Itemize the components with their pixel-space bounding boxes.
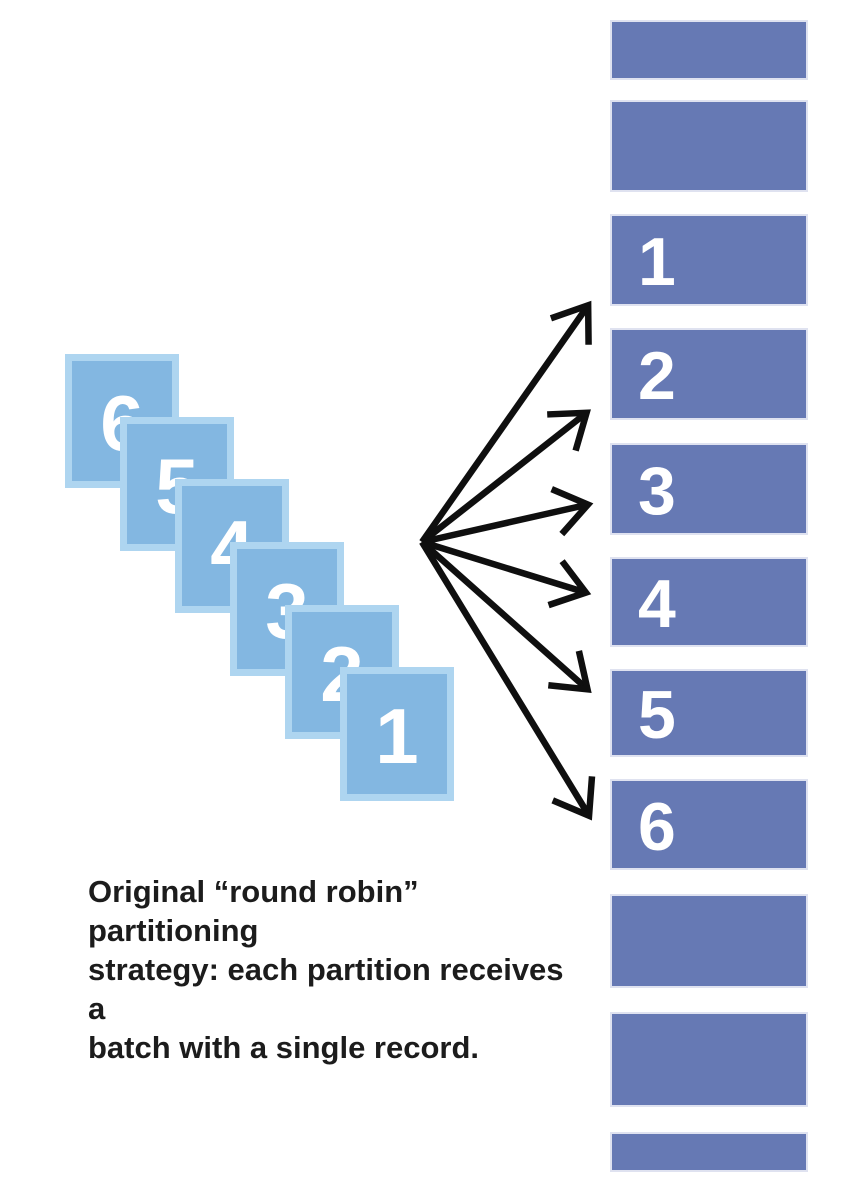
partition-slot-label: 2 <box>638 338 676 414</box>
arrow-to-partition-4-icon <box>421 538 592 609</box>
caption-line: batch with a single record. <box>88 1030 480 1065</box>
caption-line: Original “round robin” partitioning <box>88 874 419 948</box>
record-card-1: 1 <box>340 667 454 801</box>
partition-slot-label: 1 <box>638 224 676 300</box>
partition-slot-3: 3 <box>610 443 808 535</box>
partition-slot-label: 4 <box>638 566 676 642</box>
arrow-to-partition-1-icon <box>419 300 592 544</box>
caption-line: strategy: each partition receives a <box>88 952 564 1026</box>
partition-slot-1: 1 <box>610 214 808 306</box>
partition-slot-label: 6 <box>638 788 676 865</box>
record-card-label: 1 <box>375 692 419 780</box>
partition-slot-6: 6 <box>610 779 808 870</box>
partition-slot-5: 5 <box>610 669 808 757</box>
partition-slot-2: 2 <box>610 328 808 420</box>
partition-slot-blank-top-2 <box>610 100 808 192</box>
partition-slot-label: 3 <box>638 453 676 529</box>
partition-slot-blank-bottom-2 <box>610 1012 808 1107</box>
partition-slot-4: 4 <box>610 557 808 647</box>
partition-slot-blank-top-1 <box>610 20 808 80</box>
arrow-to-partition-3-icon <box>421 486 594 546</box>
partition-slot-blank-bottom-1 <box>610 894 808 988</box>
caption: Original “round robin” partitioning stra… <box>88 872 568 1067</box>
partition-slot-blank-bottom-3 <box>610 1132 808 1172</box>
partition-slot-label: 5 <box>638 677 676 753</box>
arrow-to-partition-2-icon <box>419 409 591 545</box>
